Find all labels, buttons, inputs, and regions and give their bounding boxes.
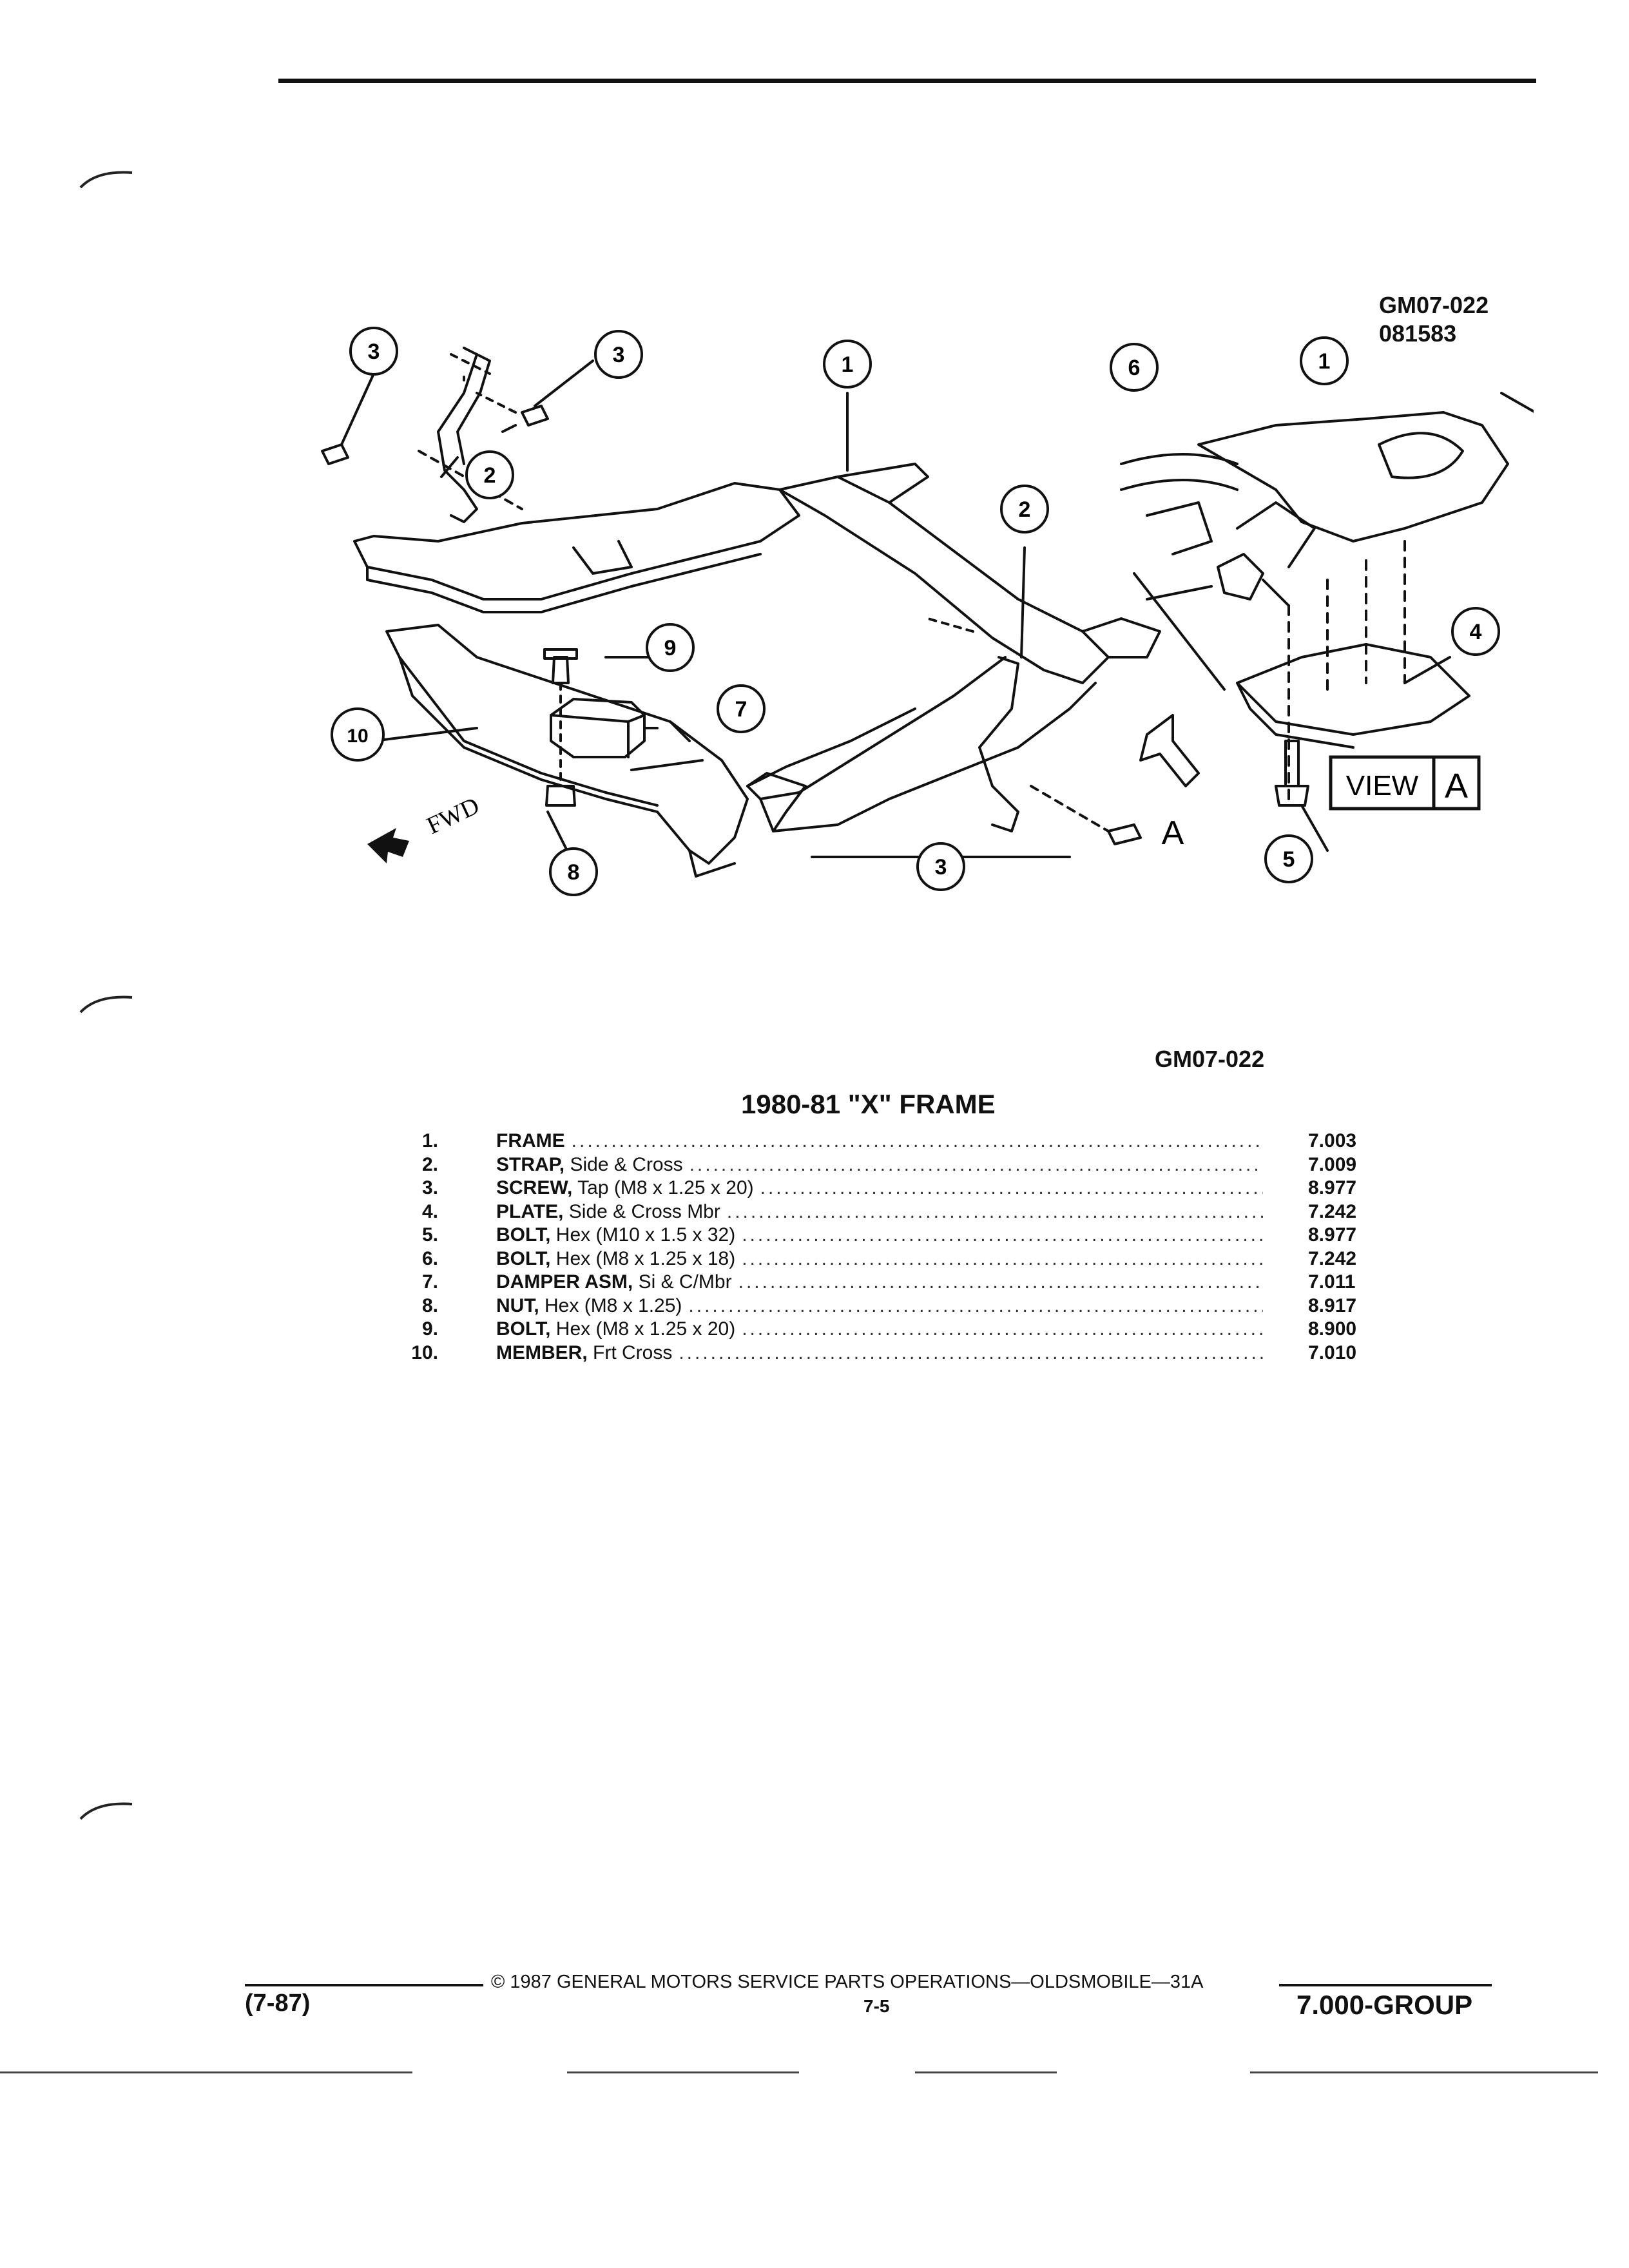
callout-8: 8: [549, 847, 598, 896]
plate-detail: [1236, 643, 1470, 736]
frame-exploded-diagram: 1 1 2 2 3 3 3 4 5 6 7 8 9 10 FWD A VIEW …: [321, 327, 1534, 896]
frame-right-rail: [746, 656, 1007, 800]
callout-3: 3: [594, 330, 643, 379]
list-item: 1.FRAME 7.003: [374, 1130, 1392, 1154]
view-label-box: VIEW A: [1329, 755, 1481, 811]
svg-text:5: 5: [1283, 847, 1295, 872]
view-arrow: [1139, 714, 1200, 787]
callout-1: 1: [823, 340, 872, 389]
svg-text:7: 7: [735, 697, 747, 722]
callout-4: 4: [1451, 607, 1500, 656]
svg-text:1: 1: [842, 352, 854, 377]
forward-arrow-icon: [367, 828, 409, 863]
top-rule: [278, 79, 1536, 83]
damper-block: [550, 698, 646, 758]
callout-2: 2: [465, 450, 514, 499]
front-crossmember: [385, 624, 749, 865]
svg-text:4: 4: [1470, 620, 1482, 644]
callout-10: 10: [331, 707, 385, 762]
callout-7: 7: [717, 684, 766, 733]
svg-text:VIEW: VIEW: [1346, 770, 1419, 802]
footer-copyright: © 1987 GENERAL MOTORS SERVICE PARTS OPER…: [491, 1972, 1204, 1992]
svg-text:2: 2: [1019, 497, 1031, 522]
svg-text:3: 3: [368, 340, 380, 364]
parts-list: 1.FRAME 7.003 2.STRAP, Side & Cross7.009…: [374, 1130, 1392, 1365]
callout-2: 2: [1000, 485, 1049, 533]
footer-group: 7.000-GROUP: [1296, 1990, 1473, 2020]
frame-left-rail: [353, 482, 800, 601]
strap-upper: [437, 347, 478, 523]
list-item: 5.BOLT, Hex (M10 x 1.5 x 32)8.977: [374, 1224, 1392, 1248]
scan-mark: [79, 171, 133, 189]
parts-list-title: 1980-81 "X" FRAME: [741, 1089, 996, 1119]
scan-mark: [79, 1802, 133, 1820]
page-number: 7-5: [863, 1996, 890, 2016]
bolt-detail: [1217, 553, 1264, 601]
view-letter: A: [1162, 814, 1184, 852]
callout-3: 3: [916, 842, 965, 891]
svg-text:3: 3: [935, 855, 947, 879]
figure-date-code: 081583: [1379, 320, 1457, 347]
scan-edge-line: [567, 2071, 799, 2073]
svg-text:2: 2: [484, 463, 496, 488]
footer-rule: [245, 1984, 483, 1986]
callout-6: 6: [1110, 343, 1159, 392]
callout-3: 3: [349, 327, 398, 376]
list-item: 9.BOLT, Hex (M8 x 1.25 x 20)8.900: [374, 1318, 1392, 1342]
list-item: 3.SCREW, Tap (M8 x 1.25 x 20)8.977: [374, 1177, 1392, 1201]
list-item: 10.MEMBER, Frt Cross7.010: [374, 1342, 1392, 1366]
svg-text:9: 9: [664, 636, 677, 660]
svg-text:8: 8: [568, 860, 580, 885]
svg-text:10: 10: [347, 726, 368, 747]
callout-1: 1: [1300, 336, 1349, 385]
figure-code: GM07-022: [1155, 1046, 1265, 1072]
svg-text:1: 1: [1318, 349, 1331, 374]
scan-mark: [79, 995, 133, 1014]
list-item: 6.BOLT, Hex (M8 x 1.25 x 18)7.242: [374, 1248, 1392, 1272]
forward-label: FWD: [423, 792, 483, 840]
list-item: 7.DAMPER ASM, Si & C/Mbr7.011: [374, 1271, 1392, 1295]
svg-text:3: 3: [613, 343, 625, 367]
svg-text:A: A: [1445, 767, 1468, 805]
scan-edge-line: [915, 2071, 1057, 2073]
figure-code: GM07-022: [1379, 292, 1489, 318]
strap-lower: [978, 656, 1019, 832]
callout-5: 5: [1264, 834, 1313, 883]
list-item: 8.NUT, Hex (M8 x 1.25)8.917: [374, 1295, 1392, 1319]
frame-cross-tube: [778, 476, 1110, 684]
callout-9: 9: [646, 623, 695, 672]
list-item: 4.PLATE, Side & Cross Mbr7.242: [374, 1201, 1392, 1225]
scan-edge-line: [1250, 2071, 1598, 2073]
list-item: 2.STRAP, Side & Cross7.009: [374, 1154, 1392, 1178]
footer-date: (7-87): [245, 1990, 311, 2017]
svg-text:6: 6: [1128, 356, 1141, 380]
scan-edge-line: [0, 2071, 412, 2073]
footer-rule: [1279, 1984, 1492, 1986]
